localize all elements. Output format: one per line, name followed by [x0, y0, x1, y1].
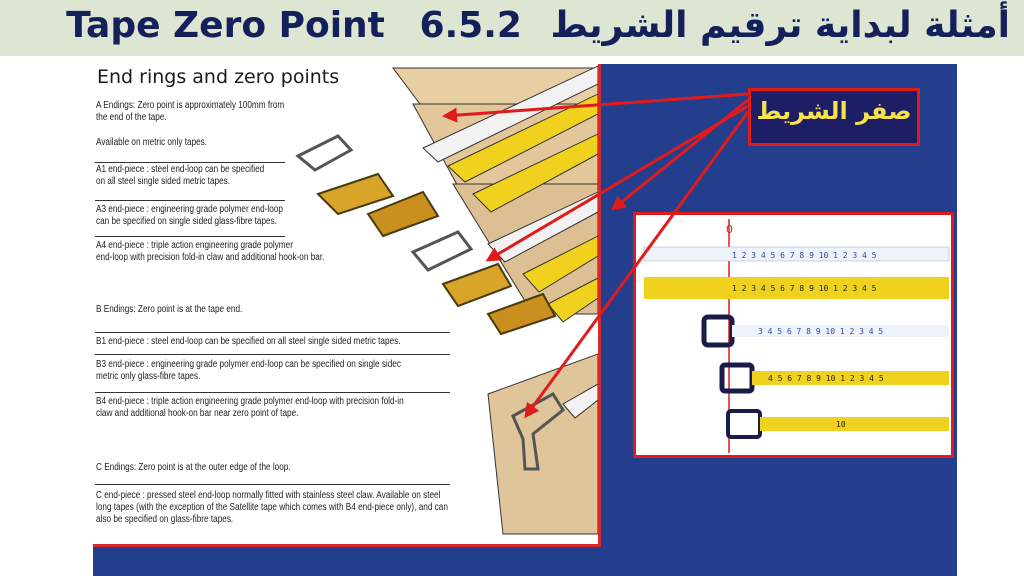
arrow-to-a-endings: [442, 92, 749, 123]
sheet-divider: [95, 392, 450, 393]
sheet-divider: [95, 484, 450, 485]
slide-content: End rings and zero points A Endings: Zer…: [93, 64, 957, 576]
tape-end-photo: 0 1 2 3 4 5 6 7 8 9 10 1 2 3 4 5 1 2 3 4…: [633, 212, 954, 458]
tape-b3: [752, 371, 949, 385]
sheet-text-line: B Endings: Zero point is at the tape end…: [96, 304, 243, 315]
sheet-text-line: C end-piece : pressed steel end-loop nor…: [96, 490, 441, 501]
sheet-text-line: A Endings: Zero point is approximately 1…: [96, 100, 285, 111]
tape-c: [760, 417, 949, 431]
sheet-text-line: B3 end-piece : engineering grade polymer…: [96, 359, 401, 370]
sheet-text-line: end-loop with precision fold-in claw and…: [96, 252, 325, 263]
sheet-divider: [95, 354, 450, 355]
tape-blue-numbers: 1 2 3 4 5 6 7 8 9 10 1 2 3 4 5: [732, 251, 877, 260]
tape-b3-numbers: 4 5 6 7 8 9 10 1 2 3 4 5: [768, 374, 884, 383]
sheet-divider: [95, 200, 285, 201]
sheet-text-line: B1 end-piece : steel end-loop can be spe…: [96, 336, 401, 347]
tape-c-numbers: 10: [836, 420, 846, 429]
sheet-text-line: claw and additional hook-on bar near zer…: [96, 408, 299, 419]
sheet-text-line: long tapes (with the exception of the Sa…: [96, 502, 448, 513]
sheet-text-line: on all steel single sided metric tapes.: [96, 176, 231, 187]
tape-yellow-scale: [644, 277, 949, 299]
slide-title: Tape Zero Point أمثلة لبداية ترقيم الشري…: [66, 4, 1010, 48]
sheet-text-line: can be specified on single sided glass-f…: [96, 216, 277, 227]
tape-yellow-numbers: 1 2 3 4 5 6 7 8 9 10 1 2 3 4 5: [732, 284, 877, 293]
title-band: Tape Zero Point أمثلة لبداية ترقيم الشري…: [0, 0, 1024, 56]
sheet-divider: [95, 162, 285, 163]
arrow-to-c-endings: [524, 111, 750, 419]
arrow-to-b-endings: [485, 104, 749, 262]
sheet-text-line: A3 end-piece : engineering grade polymer…: [96, 204, 283, 215]
sheet-text-line: A4 end-piece : triple action engineering…: [96, 240, 293, 251]
catalog-sheet: End rings and zero points A Endings: Zer…: [93, 64, 601, 547]
tape-end-examples: 0 1 2 3 4 5 6 7 8 9 10 1 2 3 4 5 1 2 3 4…: [643, 219, 950, 453]
zero-point-callout: صفر الشريط: [748, 88, 920, 146]
arrow-layer: [442, 92, 750, 419]
sheet-text-line: C Endings: Zero point is at the outer ed…: [96, 462, 291, 473]
sheet-text-line: B4 end-piece : triple action engineering…: [96, 396, 404, 407]
section-number: 6.5.2: [419, 5, 522, 46]
sheet-divider: [95, 332, 450, 333]
zero-label: 0: [726, 223, 733, 236]
end-loops: [295, 134, 565, 471]
title-arabic: أمثلة لبداية ترقيم الشريط: [550, 5, 1010, 46]
sheet-text-line: also be specified on glass-fibre tapes.: [96, 514, 234, 525]
title-english: Tape Zero Point: [66, 5, 385, 46]
sheet-text-line: metric only glass-fibre tapes.: [96, 371, 201, 382]
sheet-title: End rings and zero points: [97, 66, 340, 88]
sheet-text-line: Available on metric only tapes.: [96, 137, 208, 148]
tape-b1: [732, 325, 949, 337]
tape-b1-numbers: 3 4 5 6 7 8 9 10 1 2 3 4 5: [758, 327, 883, 336]
sheet-text-line: the end of the tape.: [96, 112, 167, 123]
sheet-divider: [95, 236, 285, 237]
sheet-text-line: A1 end-piece : steel end-loop can be spe…: [96, 164, 265, 175]
callout-text: صفر الشريط: [756, 97, 912, 125]
